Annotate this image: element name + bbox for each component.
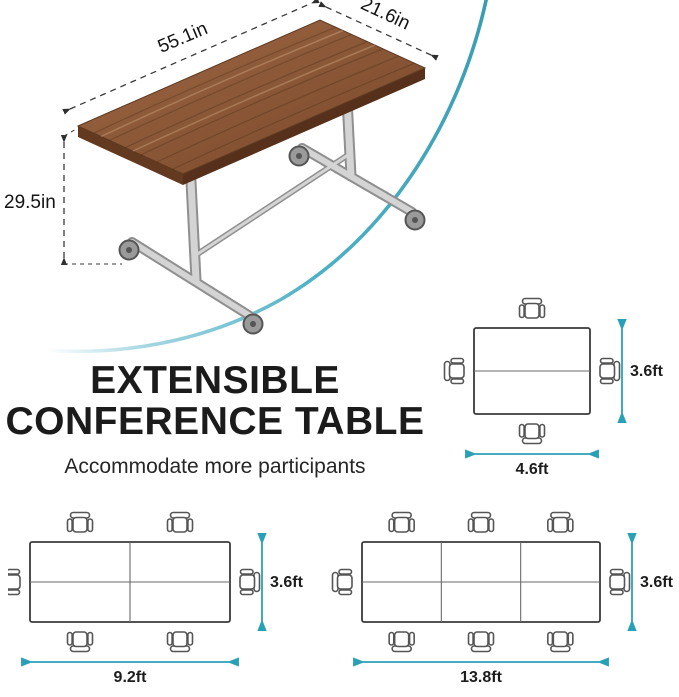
table-legs (118, 54, 426, 335)
chair-icon-bottom (518, 423, 546, 445)
depth-dimension-label: 3.6ft (630, 363, 664, 380)
depth-dimension-label: 3.6ft (270, 574, 304, 591)
headline-subtitle: Accommodate more participants (64, 454, 366, 478)
height-dimension-label: 29.5in (4, 192, 56, 213)
chair-icon-left (0, 568, 21, 596)
depth-dimension-label: 21.6in (357, 0, 413, 34)
chair-icon-bottom (547, 631, 574, 653)
table-top (76, 19, 427, 185)
depth-dimension-label: 3.6ft (640, 574, 674, 591)
chair-icon-bottom (66, 631, 94, 653)
chair-icon-left (443, 357, 465, 385)
width-dimension-label: 4.6ft (516, 461, 550, 478)
chair-icon-right (239, 568, 261, 596)
seating-diagram-single: 4.6ft 3.6ft (432, 278, 676, 480)
chair-icon-top (388, 511, 415, 533)
chair-icon-top (66, 511, 94, 533)
chair-icon-top (518, 297, 546, 319)
product-illustration: 55.1in 21.6in 29.5in (4, 0, 439, 335)
dimension-annotations (60, 0, 439, 266)
seating-diagram-two: 9.2ft 3.6ft (0, 500, 324, 697)
length-dimension-label: 55.1in (155, 18, 211, 58)
chair-icon-top (547, 511, 574, 533)
chair-icon-bottom (388, 631, 415, 653)
width-dimension-label: 13.8ft (460, 669, 502, 686)
width-dimension-label: 9.2ft (114, 669, 148, 686)
chair-icon-left (331, 568, 353, 596)
chair-icon-right (599, 357, 621, 385)
seating-diagram-three: 13.8ft 3.6ft (330, 500, 679, 697)
chair-icon-bottom (467, 631, 495, 653)
chair-icon-top (467, 511, 495, 533)
headline-line2: CONFERENCE TABLE (5, 400, 425, 444)
chair-icon-right (609, 568, 631, 596)
chair-icon-top (166, 511, 194, 533)
headline-line1: EXTENSIBLE (90, 359, 340, 402)
headline-block: EXTENSIBLE CONFERENCE TABLE Accommodate … (0, 360, 430, 479)
caster-wheel-icon (118, 145, 426, 335)
chair-icon-bottom (166, 631, 194, 653)
